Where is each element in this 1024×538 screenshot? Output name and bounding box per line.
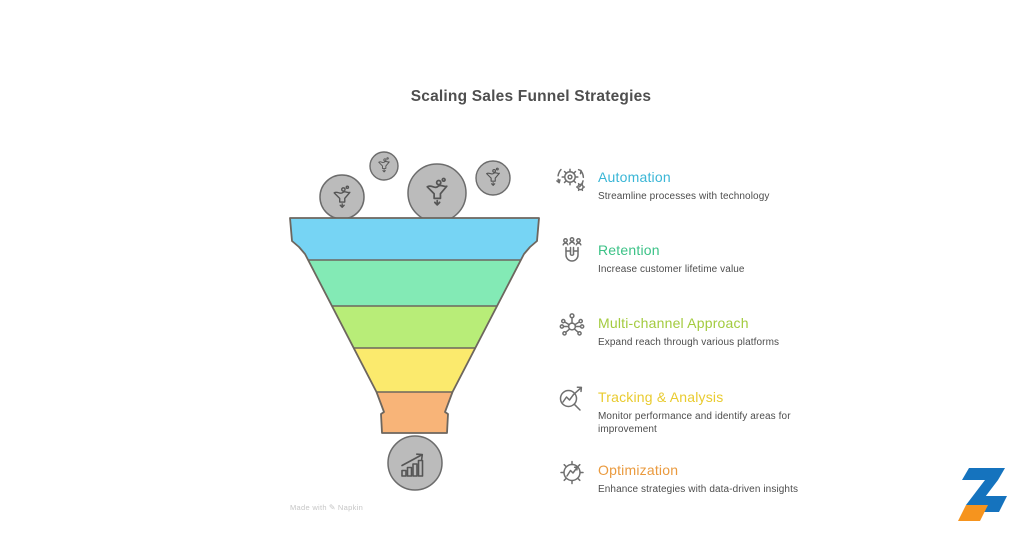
retention-magnet-icon	[562, 237, 582, 262]
strategy-title: Optimization	[598, 462, 679, 478]
funnel-stage-3	[290, 306, 539, 348]
strategy-item-tracking: Tracking & Analysis Monitor performance …	[554, 381, 808, 436]
lead-circle	[475, 160, 511, 196]
funnel-stage-2	[290, 260, 539, 306]
strategy-description: Monitor performance and identify areas f…	[598, 411, 791, 436]
strategy-item-retention: Retention Increase customer lifetime val…	[554, 234, 745, 276]
strategy-description: Streamline processes with technology	[598, 191, 770, 202]
lead-circle	[369, 151, 399, 181]
funnel-stage-1	[290, 218, 539, 260]
watermark: Made with✎Napkin	[290, 503, 363, 512]
strategy-description: Expand reach through various platforms	[598, 337, 780, 348]
optimization-gear-icon	[560, 460, 584, 485]
funnel-stages	[290, 218, 539, 433]
watermark-brand: Napkin	[337, 503, 364, 512]
automation-icon	[556, 168, 586, 192]
funnel-diagram	[289, 151, 540, 491]
funnel-stage-5	[290, 392, 539, 433]
strategy-item-multi-channel: Multi-channel Approach Expand reach thro…	[554, 307, 779, 349]
pen-icon: ✎	[328, 503, 336, 512]
lead-circle	[319, 174, 365, 220]
funnel-outline	[289, 217, 540, 434]
funnel-stage-4	[290, 348, 539, 392]
strategy-title: Multi-channel Approach	[598, 315, 749, 331]
strategy-title: Tracking & Analysis	[598, 389, 724, 405]
strategy-description: Increase customer lifetime value	[598, 264, 745, 275]
page-title: Scaling Sales Funnel Strategies	[410, 88, 652, 105]
tracking-magnifier-icon	[559, 386, 583, 411]
strategy-item-optimization: Optimization Enhance strategies with dat…	[554, 454, 798, 496]
result-circle	[387, 435, 443, 491]
strategy-title: Automation	[598, 169, 671, 185]
z-brand-logo	[958, 468, 1007, 521]
watermark-text: Made with	[290, 503, 327, 512]
strategy-title: Retention	[598, 242, 660, 258]
lead-circles	[319, 151, 511, 491]
strategy-description: Enhance strategies with data-driven insi…	[598, 484, 799, 495]
strategy-item-automation: Automation Streamline processes with tec…	[554, 161, 769, 203]
lead-circle	[407, 163, 467, 223]
multi-channel-network-icon	[559, 313, 585, 336]
